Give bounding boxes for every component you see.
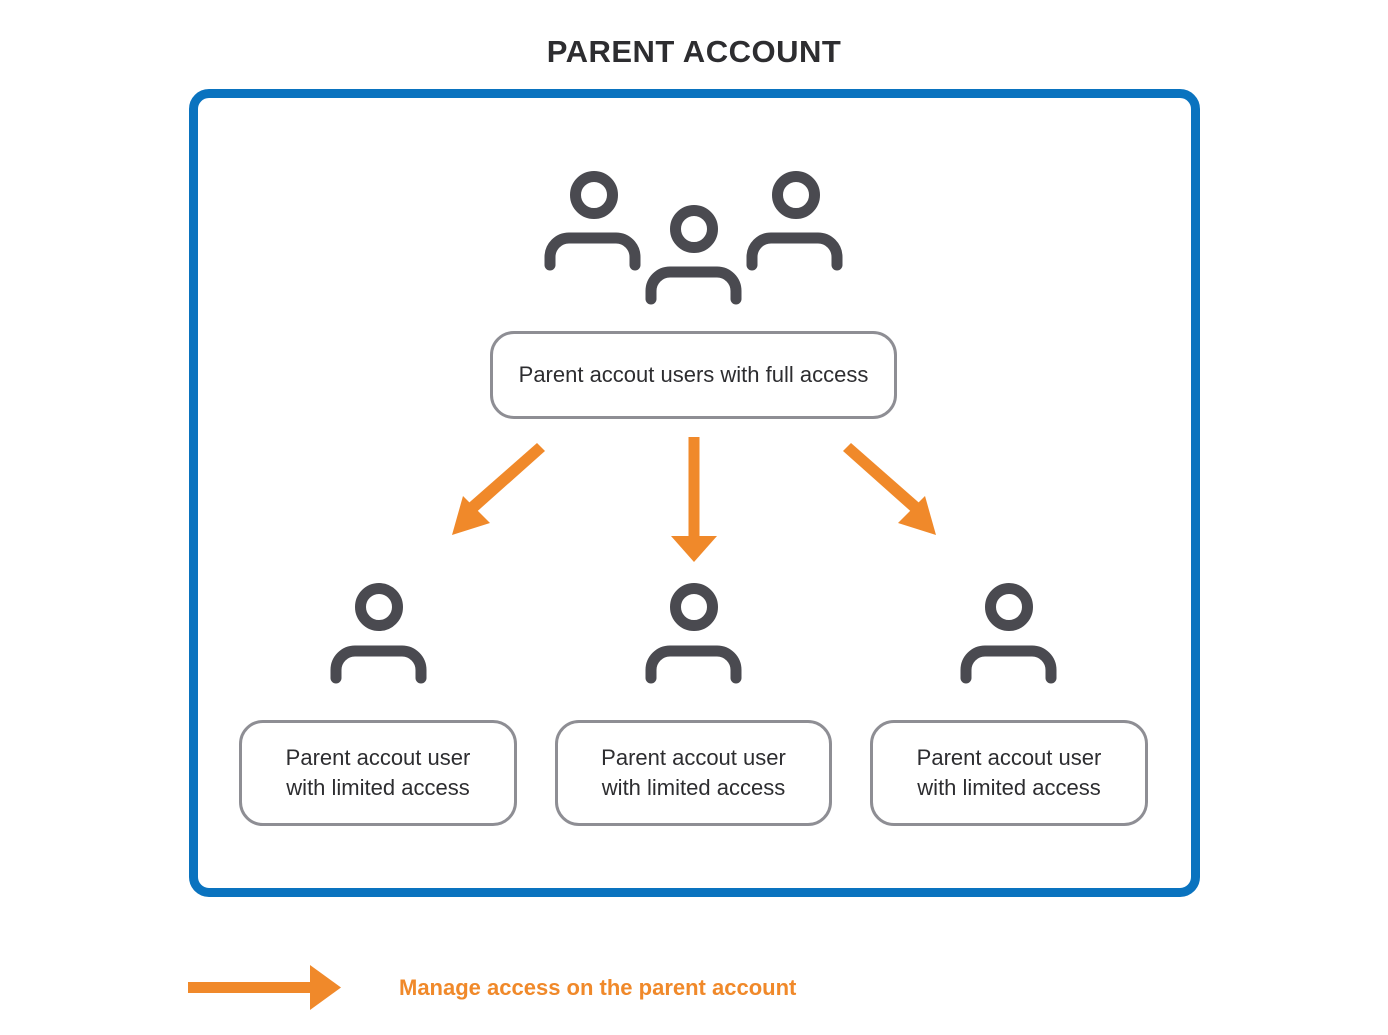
- user-icon: [330, 583, 427, 684]
- legend-arrow-icon: [188, 965, 341, 1010]
- limited-access-box: Parent accout user with limited access: [239, 720, 517, 826]
- arrow-icon: [452, 443, 545, 535]
- limited-access-label: Parent accout user with limited access: [601, 745, 786, 800]
- limited-access-box: Parent accout user with limited access: [555, 720, 832, 826]
- limited-access-box: Parent accout user with limited access: [870, 720, 1148, 826]
- legend-label: Manage access on the parent account: [399, 975, 797, 1000]
- full-access-label: Parent accout users with full access: [518, 362, 869, 387]
- limited-access-label: Parent accout user with limited access: [916, 745, 1102, 800]
- full-access-box: Parent accout users with full access: [490, 331, 897, 419]
- user-icon: [960, 583, 1057, 684]
- parent-account-frame: [189, 89, 1200, 897]
- arrow-icon: [671, 437, 717, 562]
- limited-access-label: Parent accout user with limited access: [285, 745, 471, 800]
- arrow-icon: [843, 443, 936, 535]
- user-icon: [645, 583, 742, 684]
- diagram-title: PARENT ACCOUNT: [546, 34, 842, 69]
